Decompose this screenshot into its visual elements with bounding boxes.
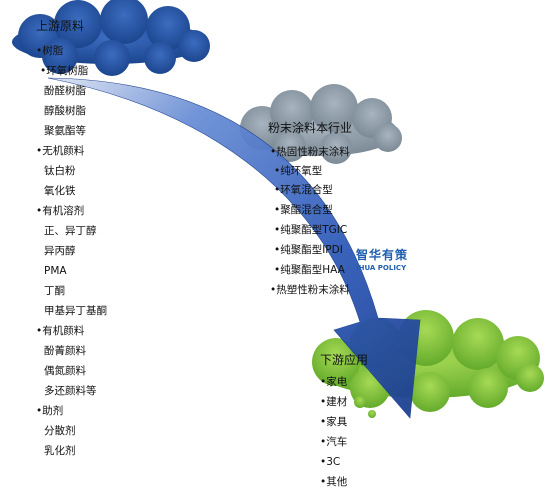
industry-title: 粉末涂料本行业 [268, 121, 353, 135]
upstream-item: PMA [44, 265, 67, 277]
upstream-item: •无机颜料 [36, 145, 85, 157]
flow-arrow [47, 77, 421, 419]
upstream-item: 正、异丁醇 [44, 225, 97, 237]
industry-item: •纯聚酯型TGIC [274, 224, 348, 236]
upstream-item: 氧化铁 [44, 185, 76, 197]
industry-item: •环氧混合型 [274, 184, 333, 196]
downstream-item: •建材 [320, 396, 348, 408]
upstream-cloud [12, 0, 210, 76]
upstream-item: 钛白粉 [44, 165, 76, 177]
upstream-title: 上游原料 [36, 19, 85, 33]
upstream-item: 多还颜料等 [44, 385, 97, 397]
industry-item: •热塑性粉末涂料 [270, 284, 350, 296]
industry-cloud [240, 84, 402, 164]
industry-item: •纯聚酯型IPDI [274, 244, 343, 256]
watermark-logo-en: IHUA POLICY [356, 264, 407, 272]
industry-item: •纯环氧型 [274, 165, 323, 177]
downstream-item: •家电 [320, 376, 348, 388]
upstream-item: 酚醛树脂 [44, 85, 86, 97]
downstream-item: •家具 [320, 416, 348, 428]
upstream-item: 丁酮 [44, 285, 65, 297]
downstream-item: •汽车 [320, 436, 348, 448]
upstream-item: 偶氮颜料 [44, 365, 86, 377]
upstream-item: 乳化剂 [44, 445, 76, 457]
watermark-logo: 智华有策 [356, 248, 409, 262]
upstream-item: 醇酸树脂 [44, 105, 86, 117]
industry-item: •聚酯混合型 [274, 204, 333, 216]
downstream-item: •其他 [320, 476, 348, 488]
upstream-item: 分散剂 [44, 425, 76, 437]
upstream-item: •环氧树脂 [40, 65, 89, 77]
industry-item: •热固性粉末涂料 [270, 146, 350, 158]
upstream-item: •有机颜料 [36, 325, 85, 337]
upstream-item: •有机溶剂 [36, 205, 85, 217]
upstream-item: 聚氨酯等 [44, 125, 86, 137]
downstream-title: 下游应用 [320, 353, 369, 367]
upstream-item: 甲基异丁基酮 [44, 305, 107, 317]
upstream-item: 异丙醇 [44, 245, 76, 257]
upstream-item: •助剂 [36, 405, 64, 417]
downstream-item: •3C [320, 456, 341, 468]
industry-item: •纯聚酯型HAA [274, 264, 345, 276]
upstream-item: 酚菁颜料 [44, 345, 86, 357]
upstream-item: •树脂 [36, 45, 64, 57]
